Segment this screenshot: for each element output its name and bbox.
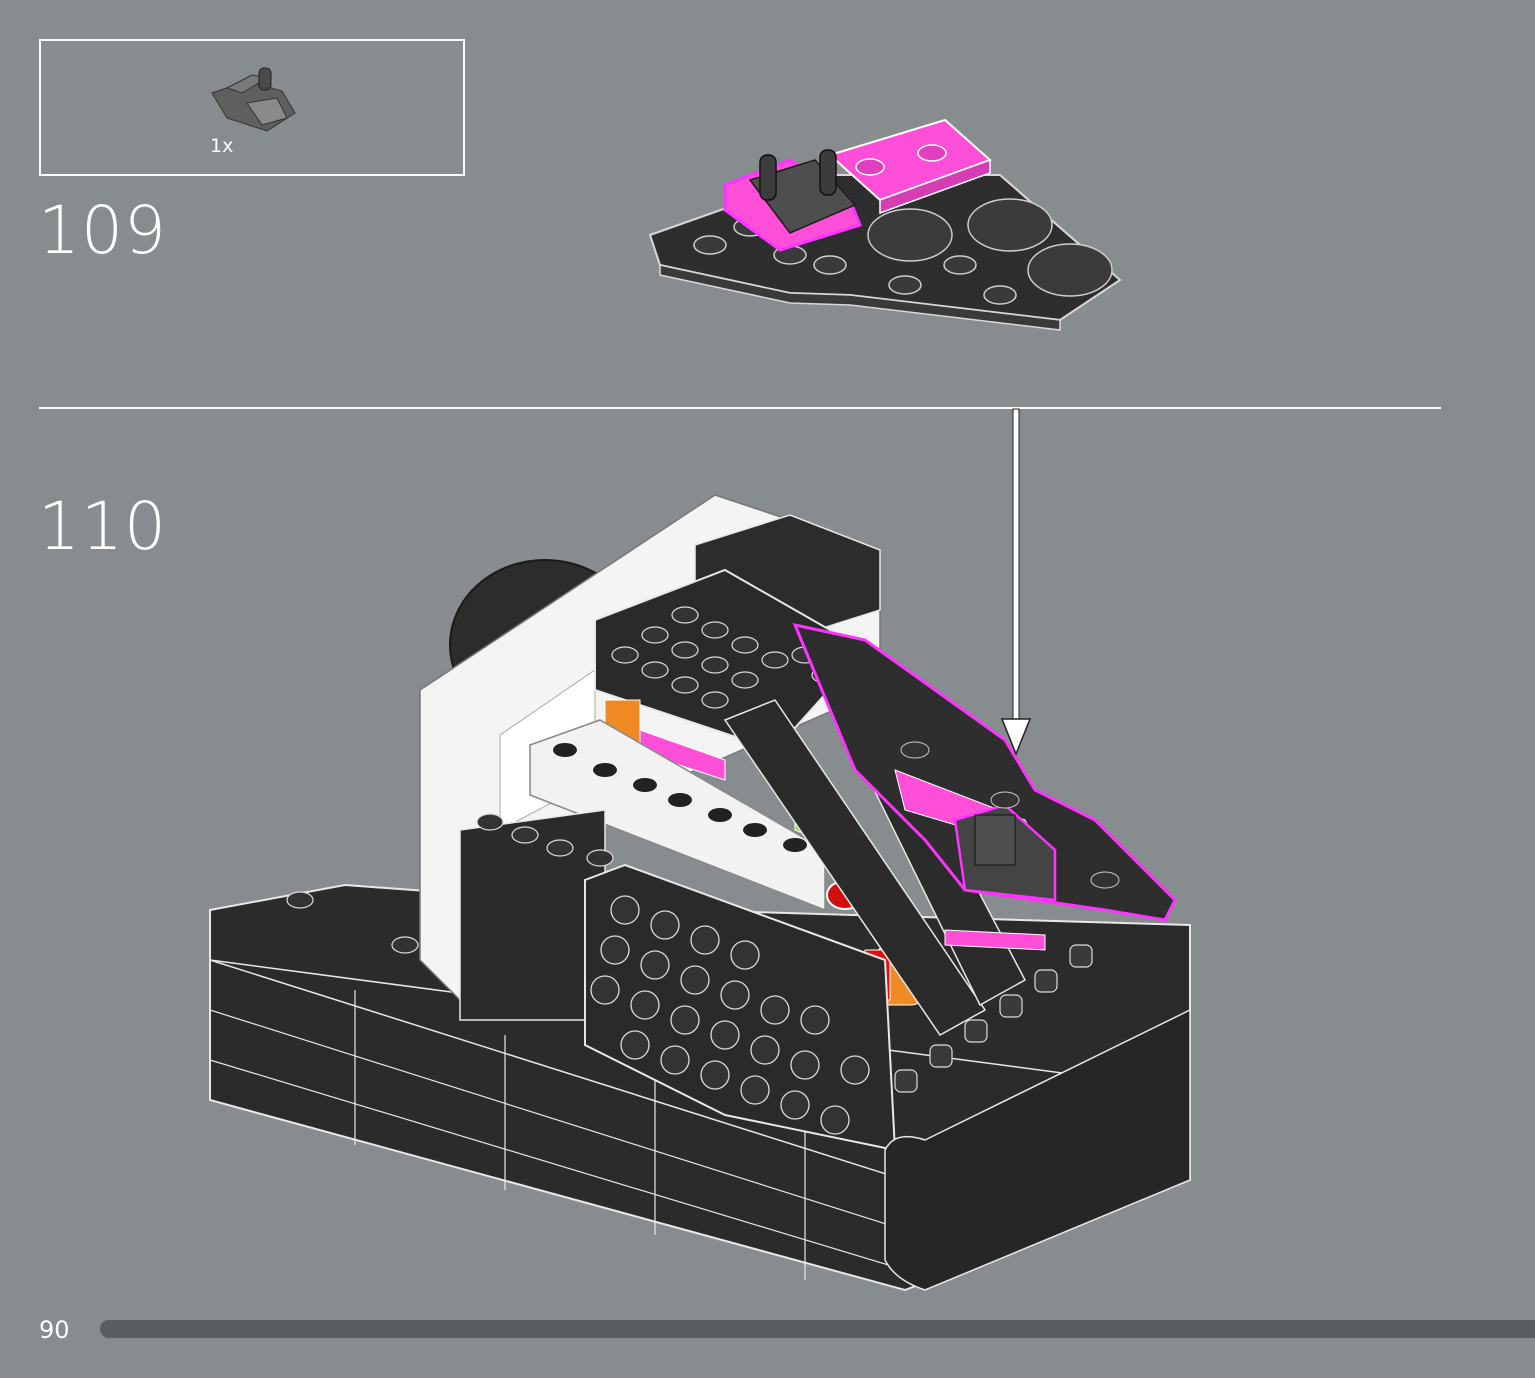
progress-bar xyxy=(100,1320,1535,1338)
step-number-109: 109 xyxy=(38,192,167,269)
camera-model-illustration xyxy=(209,494,1191,1292)
step-number-110: 110 xyxy=(38,488,167,565)
step-divider xyxy=(39,407,1441,409)
sub-assembly-illustration xyxy=(648,118,1122,331)
parts-callout-box: 1x xyxy=(39,39,465,176)
hinge-plate-icon xyxy=(211,67,296,132)
down-arrow-icon xyxy=(1000,408,1032,757)
part-quantity: 1x xyxy=(210,135,234,157)
page-number: 90 xyxy=(39,1316,70,1344)
progress-bar-fill xyxy=(100,1320,1535,1338)
